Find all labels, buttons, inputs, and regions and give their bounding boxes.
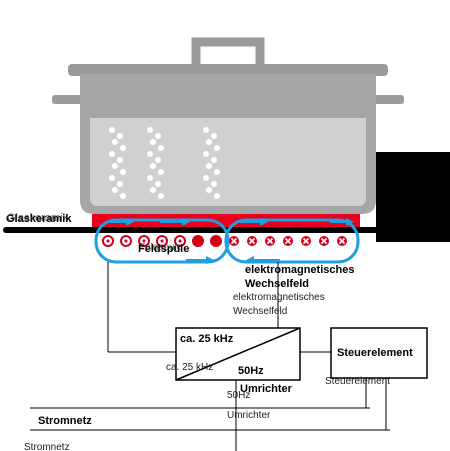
label-umrichter: Umrichter [240,383,293,395]
label-feldspule-ghost: Feldspule [139,242,183,253]
bubble [147,175,153,181]
bubble [150,139,156,145]
coil-in-icon [265,236,275,246]
bubble [120,145,126,151]
bubble [211,157,217,163]
bubble [206,163,212,169]
label-field-line2: Wechselfeld [245,278,309,290]
bubble [158,169,164,175]
bubble [203,127,209,133]
bubble [109,175,115,181]
label-field-line1: elektromagnetisches [245,264,354,276]
coil-row-left [102,235,222,247]
label-freq-low-small: 50Hz [227,390,250,401]
water [90,118,366,206]
label-stromnetz-small: Stromnetz [24,442,70,451]
label-field-small-line1: elektromagnetisches [233,292,325,303]
bubble [112,139,118,145]
field-loop-right [224,218,360,264]
coil-dot-icon [142,239,146,243]
label-freq-high-small: ca. 25 kHz [166,362,213,373]
pot-handle-left [52,95,84,104]
label-glaskeramik: Glaskeramik [6,213,72,225]
pot-lid-handle [191,37,265,68]
bubble [203,175,209,181]
label-feldspule: Feldspule [138,243,189,255]
pot-handle-right [372,95,404,104]
coil-in-icon [301,236,311,246]
bubble [117,133,123,139]
bubble [147,127,153,133]
bubble [206,139,212,145]
bubble [211,133,217,139]
label-stromnetz: Stromnetz [38,415,92,427]
bubble [155,181,161,187]
converter-diagonal [175,327,301,381]
coil-in-icon [319,236,329,246]
bubble [211,181,217,187]
field-arrows [106,218,354,264]
bubble [158,145,164,151]
bubble [214,145,220,151]
label-freq-low: 50Hz [238,365,264,377]
coil-row-right [229,236,347,246]
coil-dot-icon [178,239,182,243]
field-loop-left [94,218,230,264]
wiring [30,262,390,451]
label-field-small-line2: Wechselfeld [233,306,287,317]
coil-in-icon [229,236,239,246]
bubble [117,181,123,187]
bubble [147,151,153,157]
pot-rim [68,64,388,76]
label-freq-high: ca. 25 kHz [180,333,234,345]
control-unit-box [330,327,428,379]
bubble [155,133,161,139]
bubble [203,151,209,157]
bubble [120,193,126,199]
steam-bubbles [109,127,220,199]
bubble [158,193,164,199]
coil-dot-icon [160,239,164,243]
label-umrichter-small: Umrichter [227,410,271,421]
coil-in-icon [283,236,293,246]
bubble [150,163,156,169]
coil-dot-icon [106,239,110,243]
bubble [112,163,118,169]
bubble [117,157,123,163]
label-steuerelement-small: Steuerelement [325,376,390,387]
bubble [206,187,212,193]
heat-zone [92,214,360,230]
bubble [150,187,156,193]
bubble [214,193,220,199]
bubble [155,157,161,163]
appliance-block [376,152,450,242]
coil-dot-icon [124,239,128,243]
coil-out-icon [192,235,204,247]
bubble [109,151,115,157]
bubble [120,169,126,175]
bubble [112,187,118,193]
label-glaskeramik-ghost: Glaskeramik [7,212,69,224]
label-steuerelement: Steuerelement [337,347,413,359]
coil-in-icon [247,236,257,246]
bubble [109,127,115,133]
coil-out-icon [210,235,222,247]
coil-in-icon [337,236,347,246]
bubble [214,169,220,175]
